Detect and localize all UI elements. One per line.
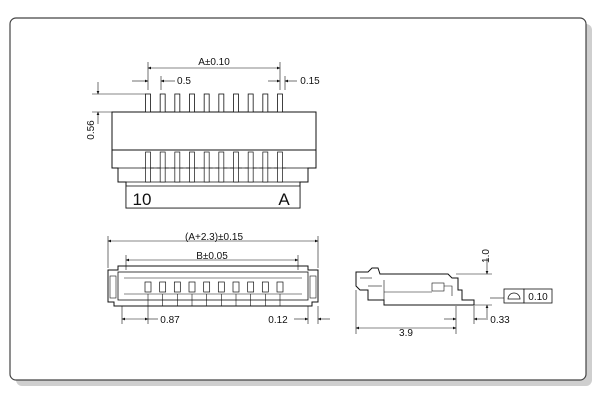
top-pins [145, 93, 283, 113]
top-pin [247, 93, 254, 113]
top-contact [262, 151, 269, 183]
front-pins [144, 281, 284, 306]
top-contact [233, 151, 239, 183]
top-pin [189, 93, 195, 113]
dim-side-height-label: 1.0 [481, 249, 492, 263]
top-pin [277, 93, 283, 113]
tolerance-value-label: 0.10 [528, 292, 548, 303]
top-contact [218, 151, 225, 183]
front-view: (A+2.3)±0.15 B±0.05 0.87 0.12 [107, 232, 330, 326]
profile-of-a-line-icon [507, 292, 521, 300]
top-pin [174, 93, 181, 113]
front-latch-left [109, 275, 117, 299]
top-contact [174, 151, 181, 183]
front-pin [217, 281, 225, 293]
dim-pitch-label: 0.5 [177, 76, 191, 87]
front-pin [188, 281, 196, 293]
side-view: 1.0 0.10 3.9 0.33 [355, 249, 553, 339]
dim-pin-height-label: 0.56 [86, 120, 97, 140]
front-pin [203, 281, 211, 293]
top-contact [203, 151, 210, 183]
top-body-upper [111, 111, 317, 151]
front-pin [276, 281, 284, 293]
side-detail [444, 285, 453, 296]
dim-inner-label: B±0.05 [196, 251, 228, 262]
top-pin [233, 93, 239, 113]
tolerance-value-cell [523, 288, 553, 304]
front-pin [232, 281, 240, 293]
side-profile [355, 267, 475, 306]
top-pin [159, 93, 166, 113]
top-pin [145, 93, 151, 113]
dim-lead-label: 0.33 [490, 315, 510, 326]
top-contacts [142, 151, 286, 183]
marking-left: 10 [133, 190, 152, 209]
top-contact [159, 151, 166, 183]
side-detail [431, 282, 445, 292]
marking-right: A [278, 190, 290, 209]
top-contact [247, 151, 254, 183]
top-marking-panel [125, 185, 301, 209]
dim-pitch-total-label: A±0.10 [198, 57, 230, 68]
front-pin [173, 281, 181, 293]
dim-depth-label: 3.9 [399, 328, 413, 339]
dim-pin-width-label: 0.15 [300, 76, 320, 87]
dim-overall-label: (A+2.3)±0.15 [185, 232, 243, 243]
dim-left-offset-label: 0.87 [160, 315, 180, 326]
top-pin [203, 93, 210, 113]
top-pin [262, 93, 269, 113]
tolerance-symbol-cell [503, 288, 525, 304]
front-pin [159, 281, 167, 293]
front-pin [144, 281, 152, 293]
front-pin [261, 281, 269, 293]
top-view: 10 A A±0.10 0.5 0.15 0.56 [86, 57, 320, 209]
front-latch-right [309, 275, 317, 299]
top-pin [218, 93, 225, 113]
top-contact [145, 151, 151, 183]
dim-right-offset-label: 0.12 [268, 315, 288, 326]
top-contact [277, 151, 283, 183]
front-pin [247, 281, 255, 293]
top-contact [189, 151, 195, 183]
